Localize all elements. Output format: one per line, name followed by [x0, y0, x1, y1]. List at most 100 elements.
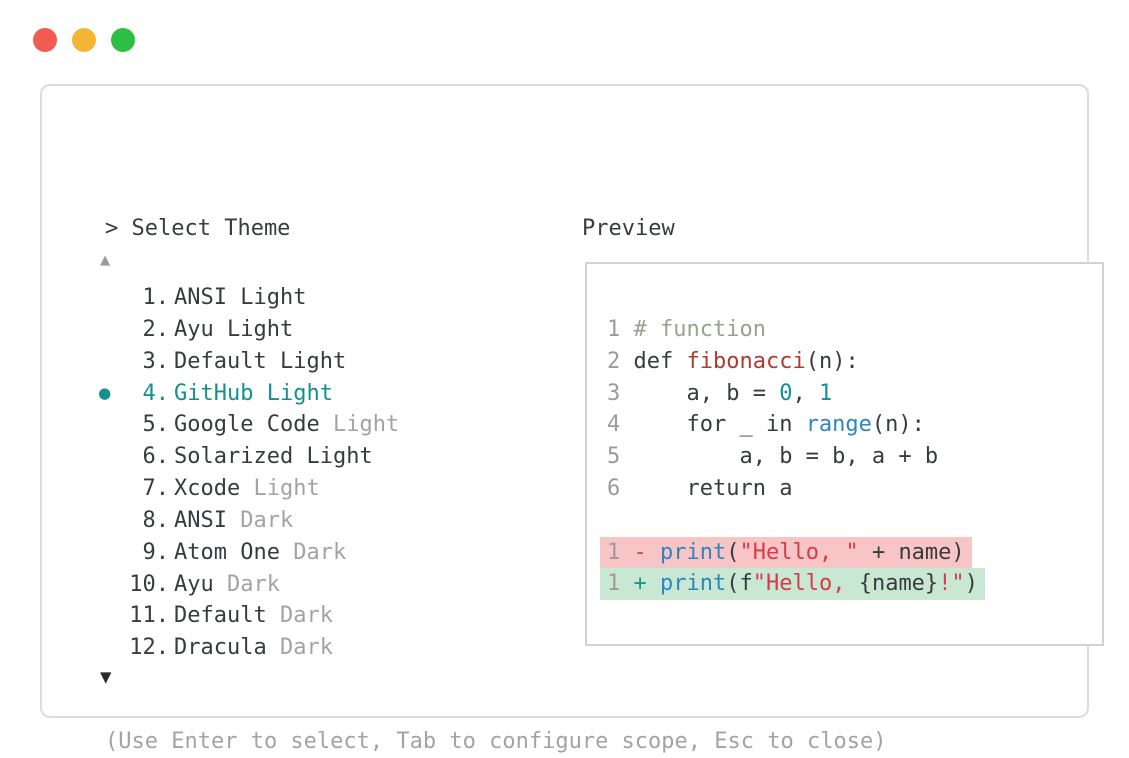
- code-token: (n):: [871, 412, 925, 438]
- code-token: {name}: [858, 571, 939, 597]
- code-token: 1: [818, 380, 833, 406]
- theme-picker-panel: > Select Theme ▲ 1.ANSI Light 2.Ayu Ligh…: [40, 84, 1104, 754]
- theme-list-item[interactable]: 9.Atom One Dark: [99, 537, 399, 569]
- code-token: for _ in: [633, 412, 806, 438]
- theme-list-item[interactable]: ● 4.GitHub Light: [99, 378, 399, 410]
- theme-item-label: Default Dark: [174, 603, 333, 629]
- theme-item-number: 10.: [129, 571, 169, 597]
- scroll-up-icon[interactable]: ▲: [100, 250, 111, 270]
- code-line: 2 def fibonacci(n):: [607, 346, 985, 378]
- theme-item-label: Dracula Dark: [174, 635, 333, 661]
- scroll-down-icon[interactable]: ▼: [100, 666, 112, 688]
- theme-list-item[interactable]: 5.Google Code Light: [99, 409, 400, 441]
- line-number: 3: [607, 380, 634, 406]
- blank-line: [607, 505, 985, 537]
- theme-list-item[interactable]: 6.Solarized Light: [99, 441, 399, 473]
- code-token: range: [805, 412, 872, 438]
- theme-list-item[interactable]: 7.Xcode Light: [99, 473, 399, 505]
- line-number: 1: [607, 317, 634, 342]
- code-token: "Hello,: [752, 571, 859, 597]
- bullet-placeholder: [99, 569, 129, 601]
- window-controls: [33, 28, 135, 52]
- code-token: print: [660, 571, 727, 597]
- line-number: 1: [607, 539, 634, 565]
- code-token: def: [633, 348, 687, 374]
- theme-list-item[interactable]: 10.Ayu Dark: [99, 569, 399, 601]
- theme-list-item[interactable]: 1.ANSI Light: [99, 282, 399, 314]
- theme-list-item[interactable]: 12.Dracula Dark: [99, 632, 399, 664]
- diff-highlight: 1 + print(f"Hello, {name}!"): [600, 568, 985, 601]
- bullet-placeholder: [99, 441, 129, 473]
- code-token: "Hello, ": [739, 539, 859, 565]
- theme-item-label: Ayu Dark: [174, 571, 280, 597]
- code-line: 1 # function: [607, 314, 985, 346]
- bullet-placeholder: [99, 473, 129, 505]
- theme-item-number: 2.: [142, 316, 170, 342]
- bullet-placeholder: [99, 505, 129, 537]
- theme-item-number: 4.: [142, 380, 170, 406]
- diff-sign-added: +: [633, 571, 660, 597]
- code-token: !": [938, 571, 965, 597]
- code-token: (n):: [805, 348, 859, 374]
- minimize-window-icon[interactable]: [72, 28, 96, 52]
- code-token: ): [964, 571, 978, 597]
- theme-list-item[interactable]: 3.Default Light: [99, 346, 399, 378]
- theme-item-number: 11.: [129, 603, 169, 629]
- code-token: (f: [726, 571, 753, 597]
- theme-list-item[interactable]: 8.ANSI Dark: [99, 505, 399, 537]
- theme-item-number: 9.: [142, 539, 170, 565]
- code-token: print: [660, 539, 727, 565]
- bullet-placeholder: [99, 282, 129, 314]
- theme-item-label: ANSI Light: [174, 285, 307, 310]
- theme-item-label: ANSI Dark: [174, 507, 294, 533]
- diff-line-added: 1 + print(f"Hello, {name}!"): [600, 568, 985, 601]
- diff-line-removed: 1 - print("Hello, " + name): [600, 536, 985, 569]
- bullet-placeholder: [99, 537, 129, 569]
- preview-title: Preview: [582, 216, 675, 241]
- theme-list-item[interactable]: 2.Ayu Light: [99, 314, 399, 346]
- code-token: ,: [792, 380, 819, 406]
- select-theme-prompt: > Select Theme: [105, 216, 291, 241]
- theme-item-label: Solarized Light: [174, 444, 373, 470]
- diff-sign-removed: -: [633, 539, 660, 565]
- code-token: return a: [633, 475, 793, 501]
- code-token: (: [726, 539, 740, 565]
- line-number: 2: [607, 348, 634, 374]
- theme-item-label: Google Code Light: [174, 412, 400, 438]
- bullet-placeholder: [99, 632, 129, 664]
- code-token: a, b = b, a + b: [633, 444, 939, 470]
- theme-list-item[interactable]: 11.Default Dark: [99, 600, 399, 632]
- theme-item-label: Xcode Light: [174, 476, 320, 502]
- code-line: 3 a, b = 0, 1: [607, 378, 985, 410]
- code-line: 4 for _ in range(n):: [607, 409, 985, 441]
- code-token: # function: [633, 317, 766, 342]
- code-token: a, b =: [633, 380, 780, 406]
- keyboard-hint: (Use Enter to select, Tab to configure s…: [105, 729, 887, 754]
- bullet-placeholder: [99, 600, 129, 632]
- theme-item-label: Atom One Dark: [174, 539, 347, 565]
- line-number: 1: [607, 571, 634, 597]
- line-number: 6: [607, 475, 634, 501]
- bullet-placeholder: [99, 314, 129, 346]
- code-token: 0: [779, 380, 793, 406]
- theme-item-number: 12.: [129, 635, 169, 661]
- code-token: + name): [858, 539, 965, 565]
- diff-highlight: 1 - print("Hello, " + name): [600, 536, 972, 569]
- theme-item-label: Default Light: [174, 348, 347, 374]
- theme-item-number: 8.: [142, 507, 170, 533]
- theme-list: 1.ANSI Light 2.Ayu Light 3.Default Light…: [99, 282, 399, 664]
- theme-item-number: 6.: [142, 444, 170, 470]
- line-number: 5: [607, 444, 634, 470]
- code-line: 6 return a: [607, 473, 985, 505]
- selected-bullet-icon: ●: [99, 381, 111, 404]
- close-window-icon[interactable]: [33, 28, 57, 52]
- theme-item-label: Ayu Light: [174, 316, 294, 342]
- theme-item-number: 7.: [142, 476, 170, 502]
- maximize-window-icon[interactable]: [111, 28, 135, 52]
- line-number: 4: [607, 412, 634, 438]
- theme-item-label: GitHub Light: [174, 380, 333, 406]
- theme-item-number: 5.: [142, 412, 170, 438]
- bullet-placeholder: [99, 346, 129, 378]
